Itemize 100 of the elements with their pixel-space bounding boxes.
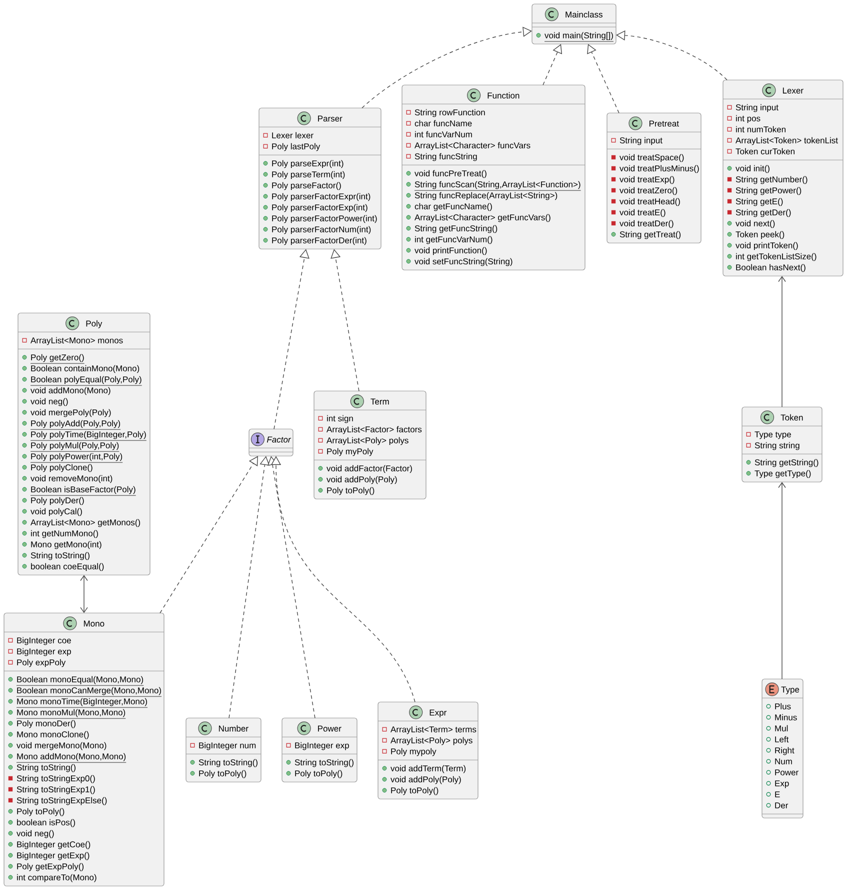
method: Poly getExpPoly() (17, 863, 84, 872)
double-arrow (80, 575, 88, 613)
enum-value: Power (775, 769, 798, 776)
method: void addFactor(Factor) (326, 465, 412, 474)
attribute: Type type (754, 431, 791, 440)
method: void printFunction() (414, 247, 487, 256)
method: String toString() (16, 764, 76, 772)
arrow (778, 482, 786, 680)
method: void addMono(Mono) (30, 387, 110, 396)
method: void neg() (16, 830, 54, 838)
attribute: Poly mypoly (391, 748, 436, 756)
enum-value: Num (775, 758, 792, 764)
method: Poly parserFactorNum(int) (272, 226, 371, 234)
method: Poly parseExpr(int) (272, 160, 344, 168)
enum-value: Left (775, 736, 789, 742)
method: Mono monoTime(BigInteger,Mono) (16, 698, 148, 708)
method: Poly parserFactorDer(int) (272, 237, 366, 246)
method: void treatDer() (620, 220, 674, 228)
method: int getFuncVarNum() (415, 236, 492, 244)
method: void treatHead() (620, 198, 680, 206)
method: String funcReplace(ArrayList<String>) (414, 192, 558, 200)
dashed-arrow (160, 456, 258, 614)
method: void setFuncString(String) (414, 258, 512, 266)
method: Poly getZero() (30, 354, 85, 364)
attribute: int sign (327, 415, 353, 424)
class-name: Mainclass (566, 11, 602, 18)
method: void treatSpace() (620, 154, 684, 162)
attribute: String rowFunction (414, 109, 485, 118)
method: void treatPlusMinus() (620, 165, 699, 174)
attribute: Poly lastPoly (272, 143, 320, 152)
method: boolean coeEqual() (31, 563, 104, 572)
attribute: int numToken (736, 126, 786, 132)
enum-value: Der (775, 802, 788, 808)
attribute: String input (620, 137, 662, 146)
method: ArrayList<Character> getFuncVars() (414, 214, 550, 222)
dashed-arrow (228, 456, 270, 718)
method: Poly polyDer() (31, 497, 84, 506)
method: Poly polyClone() (31, 464, 92, 472)
attribute: ArrayList<Character> funcVars (414, 142, 530, 150)
attribute: BigInteger exp (295, 742, 349, 750)
attribute: Poly myPoly (327, 448, 374, 456)
method: Poly monoDer() (17, 720, 76, 728)
dashed-arrow (362, 26, 532, 108)
method: void next() (736, 220, 775, 228)
method: Poly polyPower(int,Poly) (30, 453, 123, 463)
class-name: Pretreat (649, 120, 679, 127)
enum-value: Exp (775, 780, 789, 788)
arrow (778, 276, 786, 408)
attribute: ArrayList<Poly> polys (326, 437, 408, 446)
method: Poly toPoly() (17, 808, 64, 816)
attribute: ArrayList<Term> terms (390, 726, 476, 734)
method: Poly toPoly() (327, 487, 374, 496)
method: String toString() (30, 552, 90, 560)
method: Token peek() (736, 231, 784, 240)
method: Mono monoClone() (17, 731, 89, 740)
method: void treatExp() (620, 176, 674, 184)
method: Poly polyTime(BigInteger,Poly) (30, 431, 147, 441)
method: int getNumMono() (31, 530, 98, 538)
method: Boolean monoCanMerge(Mono,Mono) (16, 687, 162, 697)
enum-value: Right (775, 747, 794, 756)
method: Poly polyAdd(Poly,Poly) (30, 420, 121, 430)
method: void treatE() (620, 209, 666, 218)
class-name: Expr (430, 710, 446, 718)
class-name: Power (318, 726, 342, 732)
method: void mergeMono(Mono) (16, 742, 106, 750)
method: void polyCal() (30, 508, 82, 516)
method: String toString() (198, 759, 258, 768)
enum-value: Minus (775, 714, 797, 720)
class-name: Lexer (782, 88, 804, 94)
attribute: BigInteger num (199, 742, 256, 750)
method: Poly toPoly() (391, 787, 438, 796)
method: ArrayList<Mono> getMonos() (30, 519, 140, 528)
method: Boolean hasNext() (736, 264, 806, 272)
method: String toStringExpElse() (16, 797, 107, 806)
method: void printToken() (736, 242, 798, 250)
method: void removeMono(int) (30, 475, 112, 484)
attribute: String input (736, 104, 778, 112)
attribute: Poly expPoly (17, 659, 66, 668)
attribute: ArrayList<Token> tokenList (736, 137, 838, 146)
method: String getPower() (736, 187, 802, 196)
dashed-arrow (330, 249, 360, 392)
class-name: Poly (86, 320, 102, 328)
method: String funcScan(String,ArrayList<Function>) (414, 181, 581, 191)
class-name: Mono (84, 620, 104, 627)
attribute: Token curToken (736, 148, 794, 154)
attribute: ArrayList<Factor> factors (326, 426, 422, 434)
method: Poly parseTerm(int) (272, 171, 345, 180)
attribute: String string (754, 442, 800, 450)
method: boolean isPos() (17, 819, 76, 828)
enum-value: Plus (775, 703, 791, 710)
method: void neg() (30, 398, 68, 406)
method: Poly parserFactorExpr(int) (272, 193, 370, 202)
method: void addPoly(Poly) (390, 776, 461, 784)
attribute: char funcName (414, 120, 472, 126)
method: String toStringExp0() (16, 775, 95, 784)
class-name: Function (488, 92, 520, 99)
attribute: int funcVarNum (415, 131, 472, 138)
enum-value: E (775, 791, 780, 798)
method: Mono addMono(Mono,Mono) (16, 753, 126, 763)
method: Poly toPoly() (199, 770, 246, 778)
